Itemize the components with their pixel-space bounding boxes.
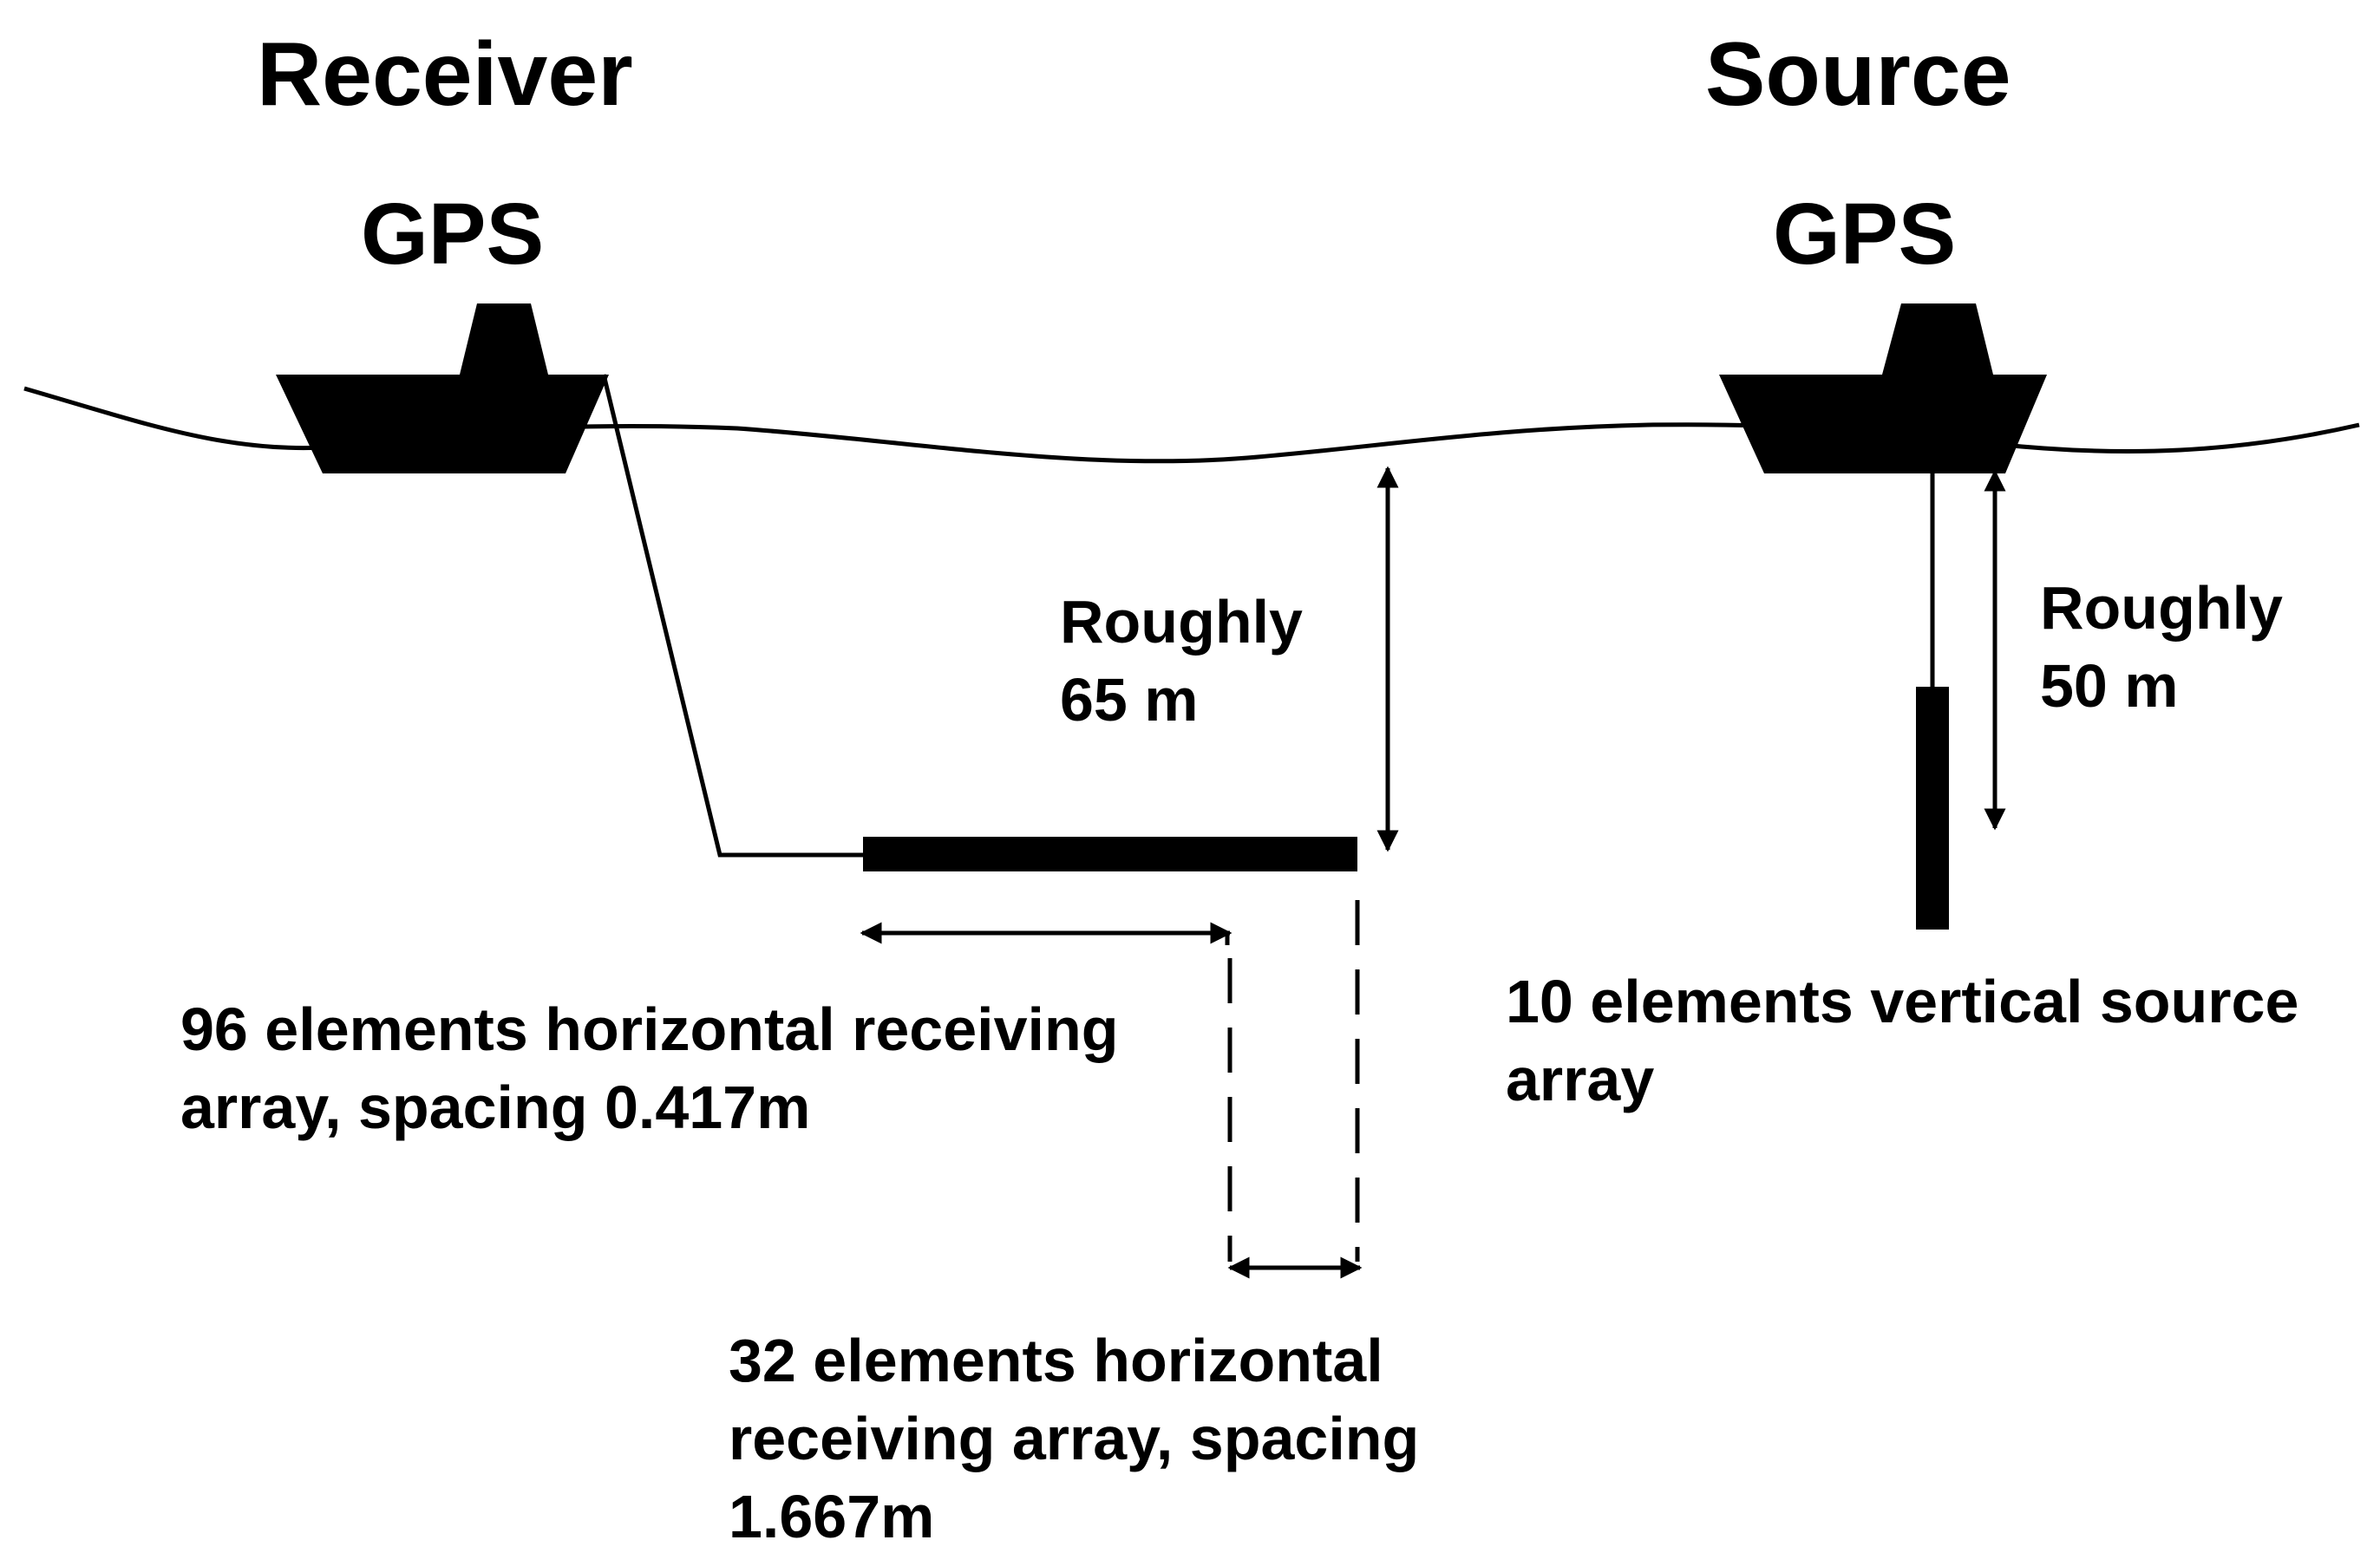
source-ship-icon [1719,303,2047,473]
receiver-ship-icon [276,303,609,473]
receiver-tow-cable [601,374,867,858]
receiver-title: Receiver [257,24,633,125]
source-gps-label: GPS [1773,186,1957,283]
receiver-depth-label: Roughly 65 m [1060,588,1303,734]
receiver-gps-label: GPS [361,186,545,283]
source-array-label: 10 elements vertical source array [1506,968,2299,1113]
horizontal-receiving-array [863,837,1357,871]
source-depth-label: Roughly 50 m [2040,574,2283,720]
array-32-label: 32 elements horizontal receiving array, … [729,1327,1420,1550]
array-96-label: 96 elements horizontal receiving array, … [180,995,1119,1141]
source-title: Source [1705,24,2011,125]
vertical-source-array [1916,687,1949,930]
